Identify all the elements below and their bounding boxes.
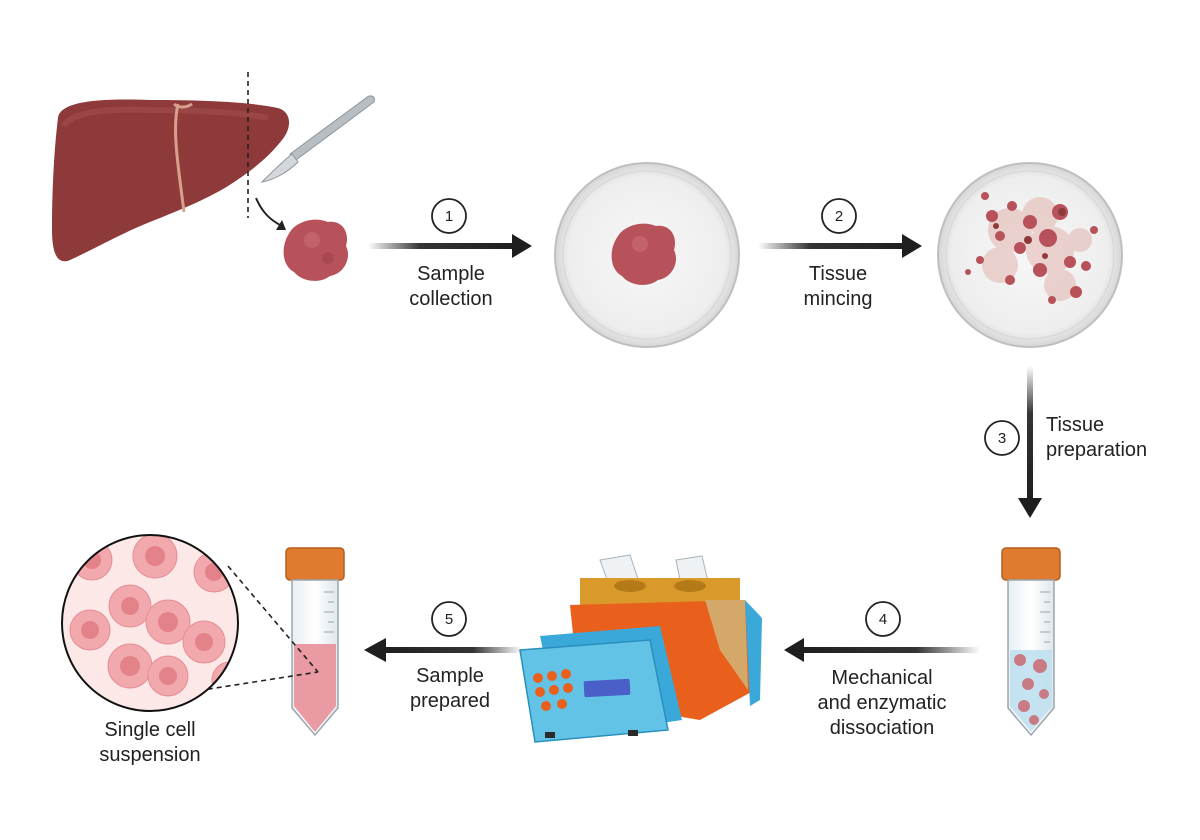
step-label-line: Tissue [809, 263, 867, 285]
step-label-4: Mechanical and enzymatic dissociation [818, 667, 947, 739]
step-badge-5: 5 [431, 601, 467, 637]
step-number: 1 [445, 208, 453, 225]
result-label-line: Single cell [104, 719, 195, 741]
scalpel-icon [260, 95, 375, 183]
arrow-step-1 [368, 234, 532, 258]
dissociator-device [519, 554, 762, 743]
step-label-line: Sample [416, 665, 484, 687]
step-label-line: Tissue [1046, 414, 1104, 436]
tube-suspension [285, 547, 345, 737]
liver-illustration [52, 99, 290, 262]
step-label-line: Sample [417, 263, 485, 285]
step-label-line: Mechanical [831, 667, 932, 689]
step-label-2: Tissue mincing [804, 263, 873, 310]
arrow-step-5 [364, 638, 522, 662]
step-label-3: Tissue preparation [1046, 414, 1147, 461]
step-number: 5 [445, 611, 453, 628]
collect-arrow [255, 197, 283, 227]
arrow-step-3 [1018, 366, 1042, 518]
step-number: 2 [835, 208, 843, 225]
arrow-step-2 [758, 234, 922, 258]
step-badge-2: 2 [821, 198, 857, 234]
step-label-1: Sample collection [409, 263, 492, 310]
result-label-line: suspension [99, 744, 200, 766]
petri-dish-minced [937, 162, 1123, 348]
zoom-line-bottom [189, 671, 319, 693]
tube-minced [1001, 547, 1061, 737]
magnified-cells [61, 534, 239, 712]
tissue-sample [283, 219, 349, 281]
step-label-5: Sample prepared [410, 665, 490, 712]
petri-dish-tissue [554, 162, 740, 348]
arrow-step-4 [784, 638, 980, 662]
step-label-line: collection [409, 288, 492, 310]
step-badge-1: 1 [431, 198, 467, 234]
step-label-line: dissociation [830, 717, 935, 739]
step-badge-3: 3 [984, 420, 1020, 456]
step-number: 4 [879, 611, 887, 628]
step-number: 3 [998, 430, 1006, 447]
step-label-line: preparation [1046, 439, 1147, 461]
step-label-line: and enzymatic [818, 692, 947, 714]
result-label: Single cell suspension [99, 719, 200, 766]
step-badge-4: 4 [865, 601, 901, 637]
step-label-line: prepared [410, 690, 490, 712]
collect-arrowhead [276, 220, 286, 230]
step-label-line: mincing [804, 288, 873, 310]
